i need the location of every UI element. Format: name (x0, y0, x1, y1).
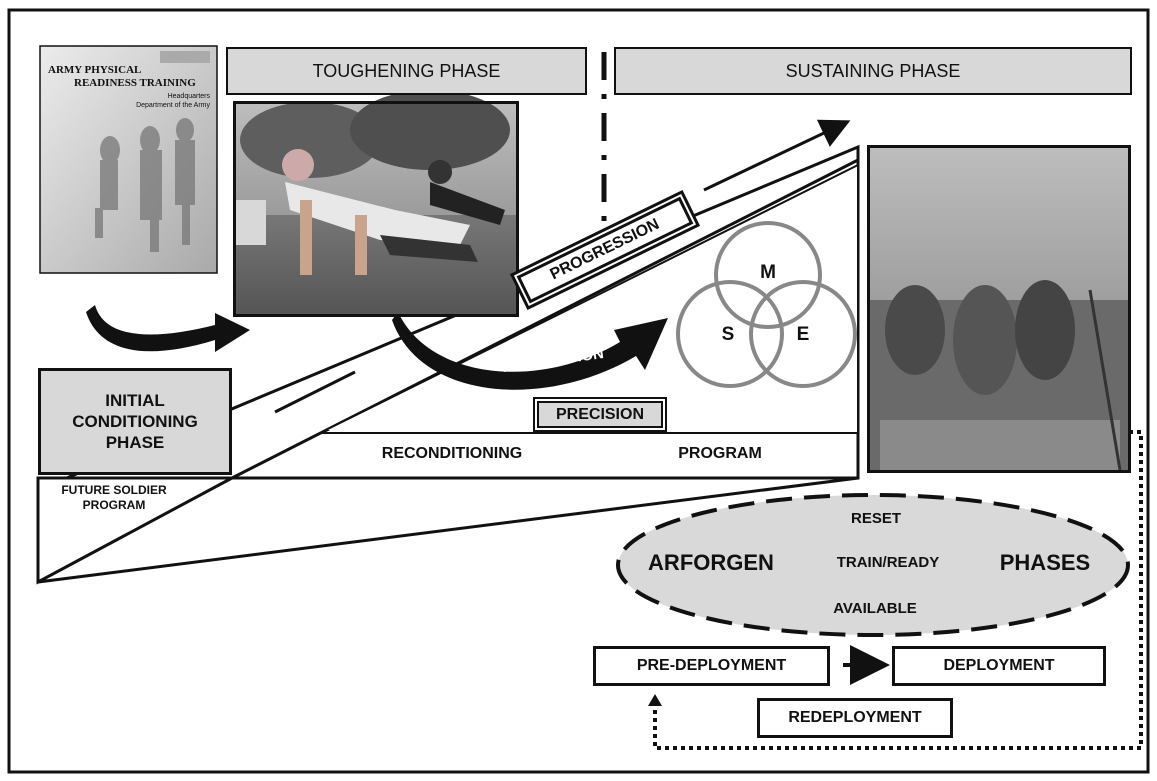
arforgen-train-ready: TRAIN/READY (836, 554, 940, 571)
initial-line2: CONDITIONING (72, 412, 198, 431)
venn-label-e: E (796, 324, 810, 345)
future-soldier-label: FUTURE SOLDIER PROGRAM (44, 483, 184, 513)
precision-label: PRECISION (537, 401, 663, 428)
arforgen-title: ARFORGEN (648, 550, 774, 575)
progression-arrow (703, 119, 851, 192)
manual-title-line1: ARMY PHYSICAL (48, 64, 142, 76)
outer-border (7, 8, 1150, 774)
future-line1: FUTURE SOLDIER (61, 483, 167, 497)
integration-arrow (392, 312, 668, 390)
reconditioning-label: RECONDITIONING (381, 445, 523, 462)
venn-label-m: M (760, 262, 776, 283)
pre-deployment-box: PRE-DEPLOYMENT (593, 646, 830, 686)
program-label: PROGRAM (678, 445, 762, 462)
manual-title-line2: READINESS TRAINING (74, 77, 196, 89)
arforgen-ellipse (616, 493, 1130, 637)
venn-circle-e (749, 280, 857, 388)
manual-hq-line2: Department of the Army (136, 102, 210, 109)
venn-label-s: S (721, 324, 735, 345)
manual-title: ARMY PHYSICAL READINESS TRAINING (48, 64, 213, 90)
soldiers-photo-art (870, 148, 1128, 471)
arforgen-phases: PHASES (999, 550, 1091, 575)
initial-line1: INITIAL (105, 391, 165, 410)
toughening-phase-box: TOUGHENING PHASE (226, 47, 587, 95)
redeployment-box: REDEPLOYMENT (757, 698, 953, 738)
arforgen-reset: RESET (850, 510, 901, 527)
sustaining-phase-box: SUSTAINING PHASE (614, 47, 1132, 95)
cover-soldiers (95, 118, 195, 252)
pushup-photo-art (236, 90, 516, 314)
initial-conditioning-box: INITIAL CONDITIONING PHASE (38, 368, 232, 475)
deployment-box: DEPLOYMENT (892, 646, 1106, 686)
arforgen-available: AVAILABLE (833, 600, 917, 617)
curved-arrow-left (86, 305, 250, 352)
venn-circle-m (714, 221, 822, 329)
pushup-photo (233, 101, 519, 317)
soldiers-photo (867, 145, 1131, 473)
manual-hq-line1: Headquarters (167, 93, 210, 100)
initial-line3: PHASE (105, 433, 165, 452)
manual-hq: Headquarters Department of the Army (110, 92, 210, 110)
venn-circle-s (676, 280, 784, 388)
future-line2: PROGRAM (82, 498, 146, 512)
